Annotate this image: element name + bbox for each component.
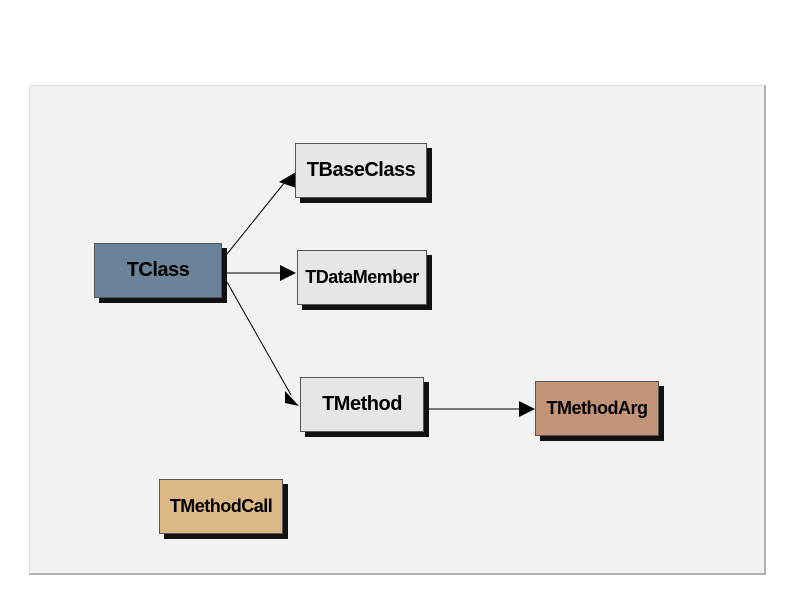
node-tbaseclass[interactable]: TBaseClass xyxy=(295,143,427,198)
node-tclass[interactable]: TClass xyxy=(94,243,222,298)
node-tclass-label: TClass xyxy=(126,259,190,281)
node-tdatamember-label: TDataMember xyxy=(305,267,419,287)
node-tbaseclass-label: TBaseClass xyxy=(306,159,416,181)
node-tmethod-label: TMethod xyxy=(322,393,402,415)
node-tmethodarg[interactable]: TMethodArg xyxy=(535,381,659,436)
node-tmethodcall-label: TMethodCall xyxy=(169,496,273,516)
node-tmethod[interactable]: TMethod xyxy=(300,377,424,432)
node-tdatamember[interactable]: TDataMember xyxy=(297,250,427,305)
node-tmethodcall[interactable]: TMethodCall xyxy=(159,479,283,534)
node-tmethodarg-label: TMethodArg xyxy=(546,398,648,418)
